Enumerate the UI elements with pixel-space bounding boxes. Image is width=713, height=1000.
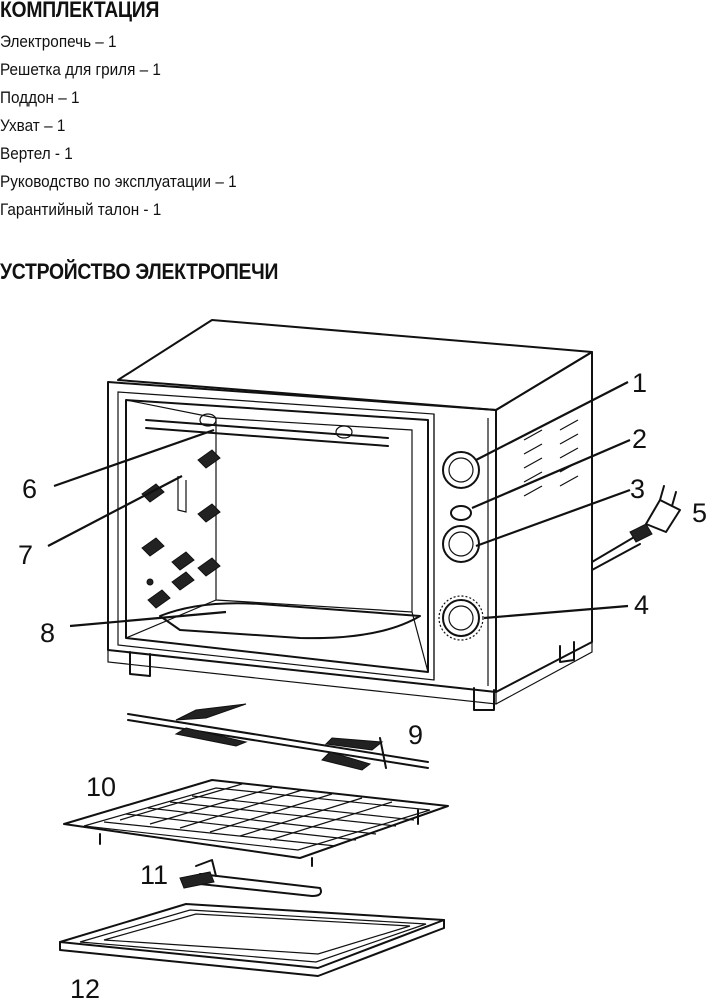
callout-numbers: 1 2 3 4 5 6 7 8 9 10 11 12: [18, 368, 707, 1000]
rotisserie-spit: [127, 703, 429, 771]
list-item: Поддон – 1: [0, 88, 80, 107]
leader-lines: [47, 381, 631, 628]
callout-1: 1: [632, 368, 647, 398]
list-item: Гарантийный талон - 1: [0, 200, 162, 219]
device-title: УСТРОЙСТВО ЭЛЕКТРОПЕЧИ: [0, 259, 279, 284]
callout-10: 10: [86, 772, 116, 802]
kit-title: КОМПЛЕКТАЦИЯ: [0, 0, 160, 22]
tray-handle: [179, 859, 322, 897]
power-cord: [591, 485, 681, 571]
callout-12: 12: [70, 974, 100, 1000]
callout-3: 3: [630, 474, 645, 504]
kit-list: Электропечь – 1 Решетка для гриля – 1 По…: [0, 31, 263, 227]
oven-cavity: [125, 399, 429, 673]
list-item: Электропечь – 1: [0, 32, 117, 51]
callout-9: 9: [408, 720, 423, 750]
callout-2: 2: [632, 424, 647, 454]
oven-diagram: 1 2 3 4 5 6 7 8 9 10 11 12: [18, 319, 707, 1000]
callout-11: 11: [140, 860, 168, 890]
grill-rack: [63, 779, 449, 867]
callout-4: 4: [634, 590, 649, 620]
callout-7: 7: [18, 540, 33, 570]
side-vents: [523, 419, 579, 497]
callout-6: 6: [22, 474, 37, 504]
callout-8: 8: [40, 618, 55, 648]
callout-5: 5: [692, 498, 707, 528]
baking-tray: [59, 903, 445, 977]
control-knobs: [438, 451, 484, 641]
list-item: Решетка для гриля – 1: [0, 60, 161, 79]
oven-body: [107, 319, 593, 711]
list-item: Руководство по эксплуатации – 1: [0, 172, 237, 191]
list-item: Вертел - 1: [0, 144, 73, 163]
list-item: Ухват – 1: [0, 116, 66, 135]
